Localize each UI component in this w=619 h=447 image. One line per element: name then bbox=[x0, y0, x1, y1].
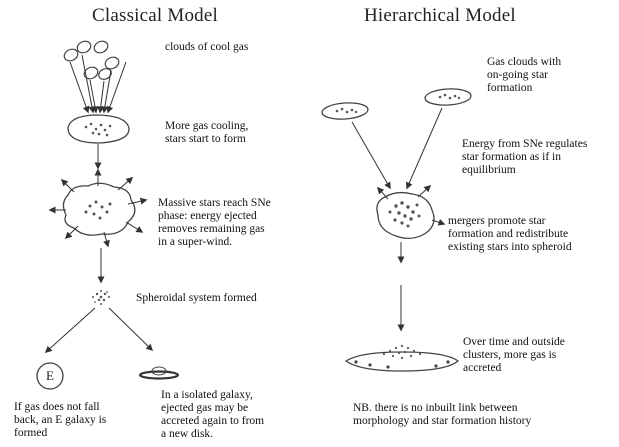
classical-step-spheroid: Spheroidal system formed bbox=[136, 292, 257, 305]
spheroidal-system bbox=[92, 290, 110, 305]
branch-arrows bbox=[46, 308, 152, 352]
hierarchical-note: NB. there is no inbuilt link between mor… bbox=[353, 402, 531, 428]
hierarchical-step-mergers: mergers promote star formation and redis… bbox=[448, 215, 572, 254]
classical-step-e-galaxy: If gas does not fall back, an E galaxy i… bbox=[14, 401, 106, 440]
classical-step-cooling: More gas cooling, stars start to form bbox=[165, 120, 248, 146]
cool-gas-clouds bbox=[62, 39, 120, 81]
new-disk-galaxy bbox=[140, 367, 178, 379]
disk-with-accreted-gas bbox=[346, 345, 458, 371]
classical-step-supernova: Massive stars reach SNe phase: energy ej… bbox=[158, 197, 271, 249]
star-forming-cloud-left bbox=[321, 101, 368, 120]
cooling-gas-cloud bbox=[68, 115, 129, 143]
merger-arrows bbox=[352, 108, 442, 188]
hierarchical-step-sne-regulation: Energy from SNe regulates star formation… bbox=[462, 138, 587, 177]
classical-model-title: Classical Model bbox=[92, 6, 218, 26]
hierarchical-step-gas-clouds: Gas clouds with on-going star formation bbox=[487, 56, 561, 95]
infall-arrows bbox=[70, 55, 126, 112]
classical-step-cool-gas: clouds of cool gas bbox=[165, 41, 248, 54]
hierarchical-model-title: Hierarchical Model bbox=[364, 6, 516, 26]
e-galaxy-label: E bbox=[46, 368, 54, 384]
classical-step-new-disk: In a isolated galaxy, ejected gas may be… bbox=[161, 389, 264, 441]
supernova-superwind-cloud bbox=[50, 170, 146, 246]
star-forming-cloud-right bbox=[425, 88, 472, 106]
merging-galaxy-cloud bbox=[377, 186, 444, 238]
hierarchical-step-accretion: Over time and outside clusters, more gas… bbox=[463, 336, 565, 375]
